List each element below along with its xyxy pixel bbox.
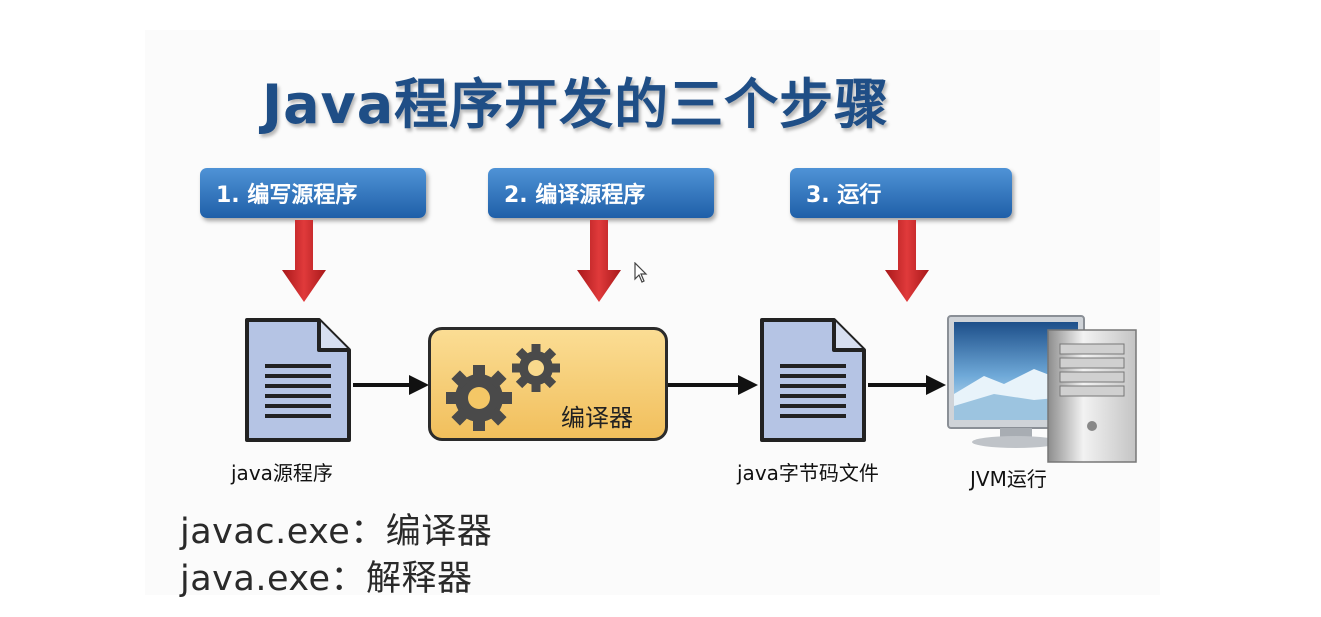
step-1-box: 1. 编写源程序 (200, 168, 426, 218)
jvm-caption: JVM运行 (970, 467, 1047, 491)
step-2-down-arrow-icon (577, 220, 621, 302)
flow-arrow-1-icon (353, 375, 429, 395)
note-java: java.exe：解释器 (180, 559, 473, 599)
source-file-icon (245, 318, 351, 442)
note-javac: javac.exe：编译器 (180, 512, 493, 552)
flow-arrow-3-icon (868, 375, 946, 395)
step-2-label: 2. 编译源程序 (504, 183, 646, 208)
page-title: Java程序开发的三个步骤 (262, 73, 890, 136)
step-1-label: 1. 编写源程序 (216, 183, 358, 208)
step-2-box: 2. 编译源程序 (488, 168, 714, 218)
step-1-down-arrow-icon (282, 220, 326, 302)
gears-icon (446, 344, 560, 431)
step-3-down-arrow-icon (885, 220, 929, 302)
source-file-caption: java源程序 (231, 461, 333, 485)
flow-arrow-2-icon (668, 375, 758, 395)
compiler-label: 编译器 (561, 404, 633, 432)
step-3-box: 3. 运行 (790, 168, 1012, 218)
computer-icon (947, 315, 1137, 463)
slide-background (145, 30, 1160, 595)
step-3-label: 3. 运行 (806, 183, 882, 208)
bytecode-file-caption: java字节码文件 (737, 461, 879, 485)
bytecode-file-icon (760, 318, 866, 442)
compiler-box: 编译器 (428, 327, 668, 441)
mouse-cursor-icon (634, 262, 648, 283)
